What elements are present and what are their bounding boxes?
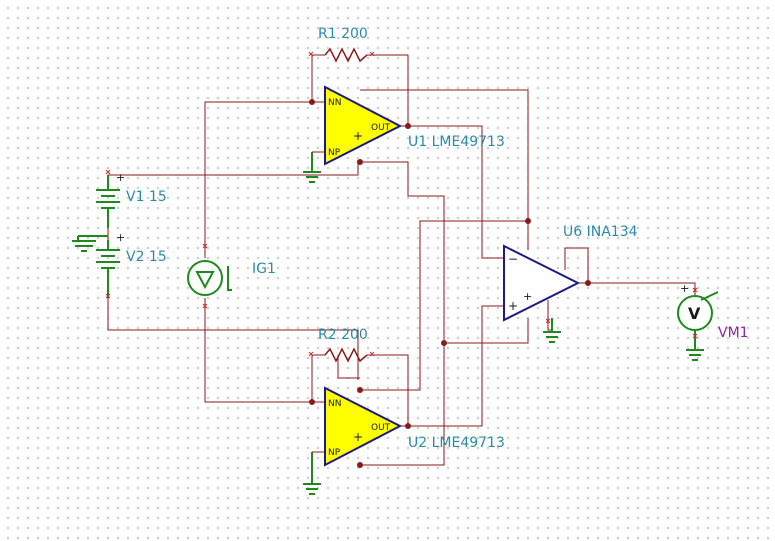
wire-u2-out[interactable] <box>400 305 506 427</box>
pin-marker <box>202 243 208 249</box>
junction <box>309 399 315 405</box>
battery-v1-body <box>96 175 120 228</box>
ground-icon <box>303 452 321 495</box>
junction <box>405 423 411 429</box>
amplifier-u6-minus: − <box>508 252 518 266</box>
current-source-ig1-label: IG1 <box>252 261 276 277</box>
junction <box>357 159 363 165</box>
arrow-down-icon <box>195 271 215 290</box>
opamp-u2[interactable]: NN NP OUT + U2 LME49713 <box>303 386 505 495</box>
wire-v1-rail[interactable] <box>108 160 359 176</box>
resistor-r1[interactable]: R1 200 <box>318 26 368 63</box>
ig1-ground-tab <box>227 266 232 291</box>
junction <box>357 462 363 468</box>
pin-marker <box>105 169 111 175</box>
pin-marker <box>545 318 551 324</box>
amplifier-u6-plus: + <box>508 299 518 313</box>
amplifier-u6-ref-plus: + <box>523 290 532 303</box>
battery-v2[interactable]: + V2 15 <box>96 231 167 298</box>
pin-marker <box>369 351 375 357</box>
wire-ig1-u2nn[interactable] <box>204 298 325 403</box>
wire-ig1-u1nn[interactable] <box>204 101 325 258</box>
junction <box>309 99 315 105</box>
wires <box>107 54 696 466</box>
wire-u1-out[interactable] <box>400 125 506 259</box>
resistor-r1-body <box>324 47 368 63</box>
junction <box>441 340 447 346</box>
opamp-u2-pin-out: OUT <box>371 423 391 433</box>
pin-marker <box>308 351 314 357</box>
junction <box>405 123 411 129</box>
wire-u1-supply[interactable] <box>360 89 529 221</box>
resistor-r2-body <box>324 347 368 363</box>
voltmeter-vm1-glyph: V <box>688 304 701 323</box>
voltmeter-vm1[interactable]: V + VM1 <box>677 282 749 361</box>
opamp-u2-pin-nn: NN <box>328 399 341 409</box>
wire-u6-ref[interactable] <box>564 247 589 283</box>
junctions <box>309 99 591 468</box>
voltmeter-vm1-pointer <box>700 291 719 301</box>
wire-mid-node[interactable] <box>444 318 529 344</box>
battery-v1-label: V1 15 <box>126 189 167 205</box>
battery-v2-label: V2 15 <box>126 249 167 265</box>
pin-marker <box>308 51 314 57</box>
wire-v2-rail[interactable] <box>107 298 359 380</box>
wire-u2-r2-tap[interactable] <box>337 355 360 379</box>
junction <box>585 280 591 286</box>
ground-icon <box>72 235 108 252</box>
voltmeter-vm1-label: VM1 <box>718 325 749 341</box>
ground-icon <box>303 152 321 183</box>
amplifier-u6-body <box>503 244 581 322</box>
current-source-ig1-body <box>187 260 223 296</box>
amplifier-u6-label: U6 INA134 <box>563 224 638 240</box>
opamp-u2-label: U2 LME49713 <box>408 435 505 451</box>
pin-marker <box>105 293 111 299</box>
opamp-u2-pin-np: NP <box>328 448 341 458</box>
junction <box>525 218 531 224</box>
pin-marker <box>369 51 375 57</box>
current-source-ig1[interactable]: IG1 <box>187 260 276 296</box>
opamp-u1-plus: + <box>353 129 363 143</box>
wire-node-left[interactable] <box>360 220 528 391</box>
resistor-r1-label: R1 200 <box>318 26 368 42</box>
battery-v2-body <box>96 240 120 298</box>
voltmeter-vm1-plus: + <box>680 282 689 295</box>
amplifier-u6[interactable]: − + + U6 INA134 <box>503 224 638 343</box>
opamp-u1-body <box>324 85 403 166</box>
pin-markers <box>105 51 698 357</box>
battery-v2-plus: + <box>116 231 125 244</box>
opamp-u1-pin-np: NP <box>328 148 341 158</box>
wire-u6-gnd[interactable] <box>547 300 552 331</box>
opamp-u1[interactable]: NN NP OUT + U1 LME49713 <box>303 85 505 183</box>
pin-marker <box>692 287 698 293</box>
ground-icon <box>686 330 704 361</box>
battery-v1-plus: + <box>116 171 125 184</box>
opamp-u1-label: U1 LME49713 <box>408 134 505 150</box>
opamp-u1-pin-nn: NN <box>328 98 341 108</box>
ground-icon <box>543 318 561 343</box>
resistor-r2[interactable]: R2 200 <box>318 327 368 363</box>
battery-v1[interactable]: + V1 15 <box>96 171 167 228</box>
pin-marker <box>692 333 698 339</box>
wire-u6-out[interactable] <box>578 282 696 296</box>
resistor-r2-label: R2 200 <box>318 327 368 343</box>
wire-mid-vertical[interactable] <box>360 221 445 466</box>
pin-marker <box>202 303 208 309</box>
opamp-u1-pin-out: OUT <box>371 123 391 133</box>
junction <box>357 387 363 393</box>
opamp-u2-plus: + <box>353 430 363 444</box>
opamp-u2-body <box>324 386 403 467</box>
